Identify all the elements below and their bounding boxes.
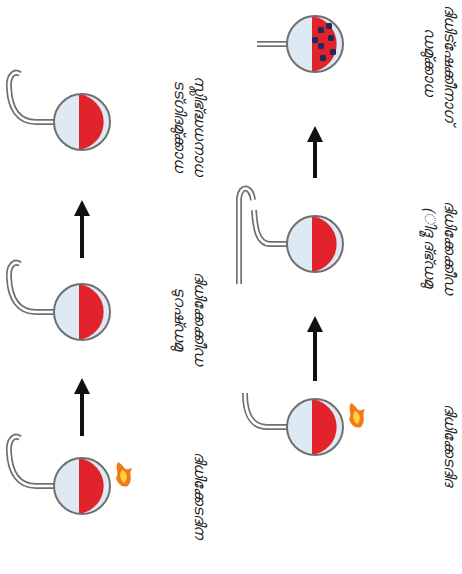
flask-step: ദിധിട്ഷേക്കീനാഗ് ഡമു്ക്കാധ — [232, 2, 460, 122]
flask-illustration — [2, 440, 210, 550]
step-arrow — [74, 200, 90, 258]
step-arrow — [307, 126, 323, 178]
broth — [312, 16, 337, 72]
microbe — [330, 49, 336, 55]
flask-neck — [245, 393, 289, 427]
flask-outline — [287, 399, 343, 455]
broth — [79, 458, 104, 514]
flask-bulb — [54, 458, 110, 514]
flask-step: ദിധിക്കേക്കീഡ (ിദ്മ ദ്ഭ്ഡമു — [232, 182, 460, 312]
flask-outline — [287, 216, 343, 272]
flask-neck-inner — [9, 73, 56, 122]
flask-neck-inner — [9, 263, 56, 312]
step-label: സ്ലിഭ്ദ്ധധനാധ ടട്ഗിദമു്ക്കാധ — [170, 59, 211, 193]
flask-neck-inner — [257, 43, 289, 46]
flask-bulb — [287, 399, 343, 455]
flask-neck-inner — [239, 188, 253, 284]
microbe — [320, 55, 326, 61]
microbe — [312, 37, 318, 43]
flame-core — [120, 470, 127, 483]
flask-outline — [54, 284, 110, 340]
flask-outline — [54, 458, 110, 514]
flask-neck-inner — [9, 437, 56, 486]
flask-outline — [287, 16, 343, 72]
step-label: ദിധിക്കേടദിന — [190, 443, 210, 547]
flame — [349, 403, 365, 428]
microbe — [318, 43, 324, 49]
flask-bulb — [54, 94, 110, 150]
flask-neck — [239, 188, 253, 284]
step-label: ദിധിട്ഷേക്കീനാഗ് ഡമു്ക്കാധ — [420, 5, 461, 119]
microbe — [326, 23, 332, 29]
step-arrow — [74, 378, 90, 436]
step-label: ദിധിക്കേടദിദ — [440, 388, 460, 502]
flask-step: ദിധിക്കേക്കീഡ ടുറഷ്ഡമു — [2, 262, 210, 374]
flask-neck — [9, 73, 56, 122]
flask-neck — [9, 437, 56, 486]
flask-illustration — [232, 385, 460, 505]
flask-bulb — [287, 216, 343, 272]
flask-bulb — [54, 284, 110, 340]
broth — [312, 399, 337, 455]
flask-step: സ്ലിഭ്ദ്ധധനാധ ടട്ഗിദമു്ക്കാധ — [2, 56, 210, 196]
broth — [312, 216, 337, 272]
broth — [79, 284, 104, 340]
microbe — [328, 35, 334, 41]
step-label: ദിധിക്കേക്കീഡ (ിദ്മ ദ്ഭ്ഡമു — [420, 185, 461, 309]
flame-core — [353, 411, 360, 424]
flame — [116, 462, 132, 487]
flask-neck-inner — [245, 393, 289, 427]
flask-neck — [257, 41, 289, 47]
broth — [79, 94, 104, 150]
flask-neck-inner — [254, 210, 289, 244]
microbe — [318, 27, 324, 33]
step-arrow — [307, 316, 323, 381]
flask-step: ദിധിക്കേടദിദ — [232, 385, 460, 505]
flask-step: ദിധിക്കേടദിന — [2, 440, 210, 550]
flask-bulb — [287, 16, 343, 72]
flask-outline — [54, 94, 110, 150]
flask-neck — [9, 263, 56, 312]
step-label: ദിധിക്കേക്കീഡ ടുറഷ്ഡമു — [170, 265, 211, 371]
flask-neck — [254, 210, 289, 244]
